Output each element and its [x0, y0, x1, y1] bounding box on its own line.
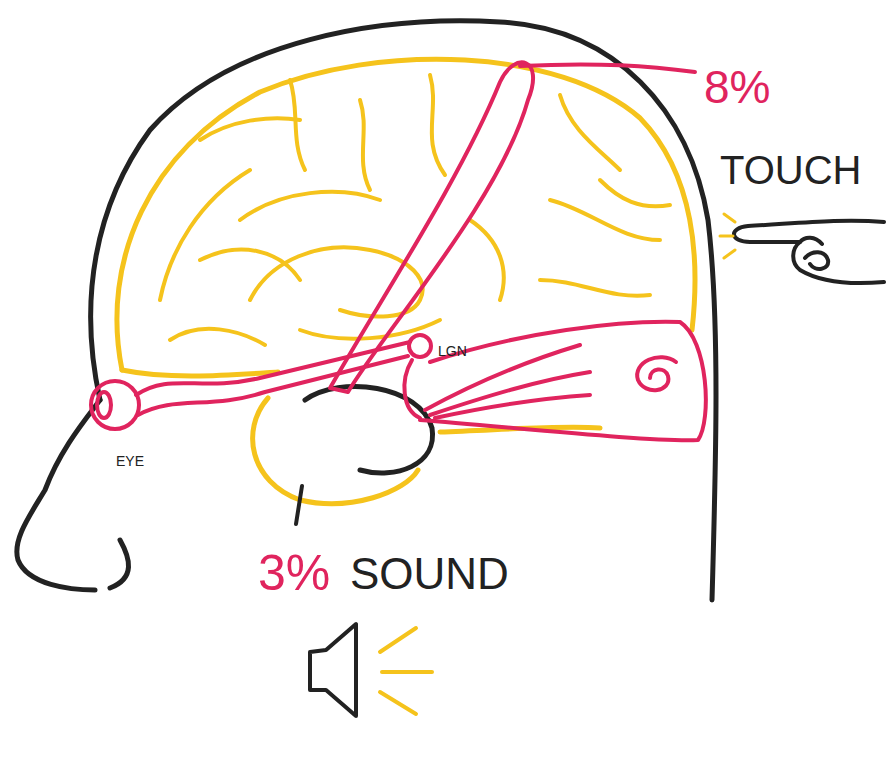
leader-line [296, 486, 302, 524]
part-name: LGN [438, 344, 467, 358]
knuckle [805, 252, 828, 269]
label-holder: EYE [116, 452, 144, 470]
ray [724, 214, 735, 222]
optic-radiation [430, 372, 590, 415]
label-holder: TOUCH [720, 150, 861, 190]
eye-ball [91, 381, 139, 429]
lgn-nucleus [409, 335, 431, 357]
face-outline [17, 400, 100, 590]
sense-name: TOUCH [720, 150, 861, 190]
sense-name: SOUND [350, 552, 509, 596]
label-holder: SOUND [350, 552, 509, 596]
gyrus [600, 180, 670, 206]
gyrus [290, 80, 305, 170]
part-name: EYE [116, 454, 144, 468]
speaker-icon [310, 624, 356, 716]
label-holder: LGN [438, 342, 467, 360]
label-holder: 8% [704, 64, 770, 110]
gyrus [430, 75, 445, 175]
gyrus [200, 118, 300, 140]
gyrus [560, 95, 620, 170]
gyrus [470, 220, 504, 300]
wave [380, 628, 416, 652]
wave [382, 670, 432, 674]
percentage-value: 3% [258, 548, 330, 598]
head-outline [91, 21, 716, 600]
leader-line [520, 64, 695, 72]
ray [724, 250, 735, 258]
temporal-lobe [253, 398, 418, 504]
gyrus [240, 192, 380, 220]
visual-spiral [637, 357, 676, 390]
lgn-loop [404, 360, 420, 418]
brain-base [122, 370, 278, 376]
hand [793, 238, 884, 283]
optic-nerve [136, 342, 410, 395]
gyrus [360, 100, 370, 190]
gyri [160, 75, 670, 345]
touch-rays [720, 214, 735, 258]
gyrus [250, 247, 423, 316]
chin-outline [110, 540, 129, 588]
pointing-hand-icon [734, 221, 884, 283]
visual-cortex [420, 322, 706, 440]
gyrus [170, 329, 265, 345]
gyrus [160, 170, 250, 300]
ray [720, 235, 733, 238]
auditory-region [305, 387, 433, 474]
optic-radiation [435, 395, 590, 418]
label-holder: 3% [258, 548, 330, 598]
gyrus [540, 280, 650, 296]
eye-lens [97, 392, 111, 418]
wave [380, 692, 416, 714]
sensory-pathways [91, 62, 706, 440]
percentage-value: 8% [704, 64, 770, 110]
sound-waves [380, 628, 432, 714]
